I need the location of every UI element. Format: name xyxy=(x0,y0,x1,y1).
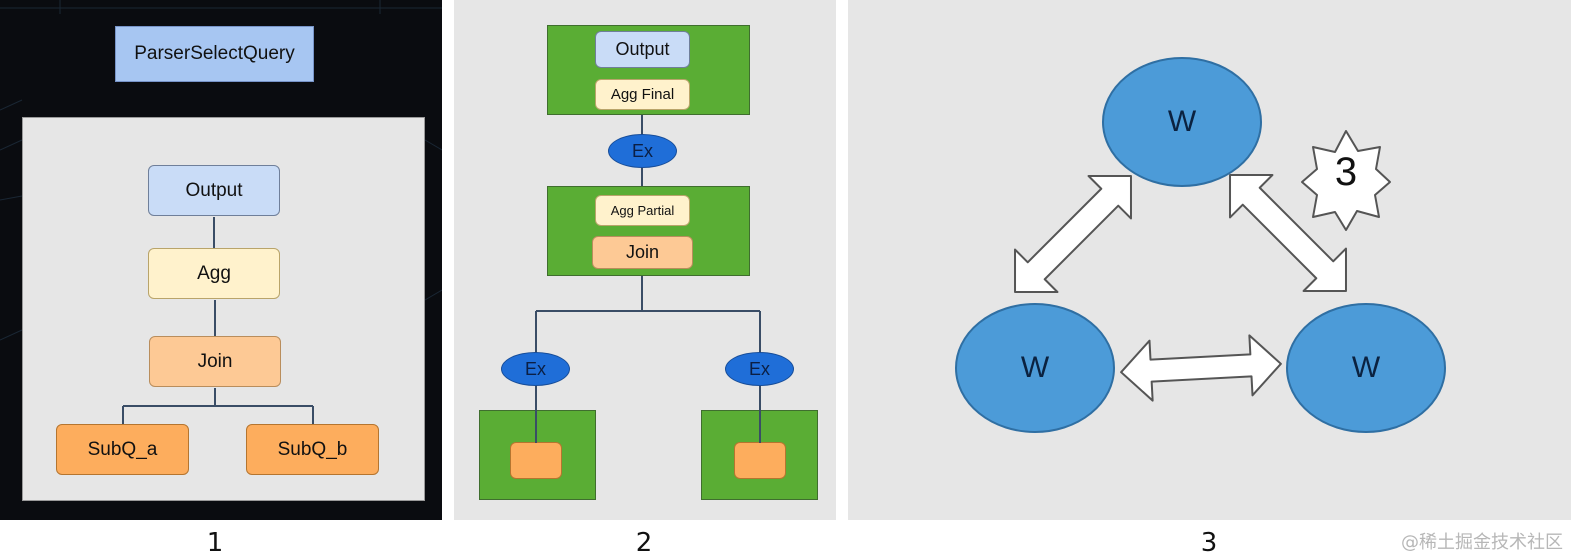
output-node: Output xyxy=(148,165,280,216)
output-label: Output xyxy=(185,179,243,201)
badge-number: 3 xyxy=(1334,149,1358,194)
parser-select-query-label: ParserSelectQuery xyxy=(134,43,295,64)
exchange-top: Ex xyxy=(608,134,677,168)
exchange-label: Ex xyxy=(748,358,770,379)
panel-3-workers: W W W 3 xyxy=(848,0,1571,520)
join-node: Join xyxy=(592,236,693,269)
subq-a-node: SubQ_a xyxy=(56,424,189,475)
exchange-label: Ex xyxy=(631,140,653,161)
watermark: @稀土掘金技术社区 xyxy=(1401,532,1563,553)
star-badge-number: 3 xyxy=(1326,150,1366,194)
worker-label: W xyxy=(1020,351,1050,384)
output-node: Output xyxy=(595,31,690,68)
agg-label: Agg xyxy=(197,262,231,284)
agg-node: Agg xyxy=(148,248,280,299)
worker-left xyxy=(955,303,1115,433)
worker-top xyxy=(1102,57,1262,187)
worker-top-label: W xyxy=(1152,104,1212,140)
worker-label: W xyxy=(1167,105,1197,138)
agg-partial-node: Agg Partial xyxy=(595,195,690,226)
leaf-node-left xyxy=(510,442,562,479)
caption-2: 2 xyxy=(635,528,653,558)
join-node: Join xyxy=(149,336,281,387)
subq-b-label: SubQ_b xyxy=(277,438,348,460)
exchange-label: Ex xyxy=(524,358,546,379)
plan-connectors xyxy=(122,217,314,425)
worker-right-label: W xyxy=(1336,350,1396,386)
star-badge-icon xyxy=(1301,130,1391,231)
worker-label: W xyxy=(1351,351,1381,384)
background-grid-lines xyxy=(0,0,442,341)
arrow-top-right xyxy=(1229,174,1347,292)
leaf-node-right xyxy=(734,442,786,479)
workers-diagram xyxy=(955,57,1446,433)
join-label: Join xyxy=(197,350,233,372)
agg-partial-label: Agg Partial xyxy=(610,203,675,218)
caption-1: 1 xyxy=(206,528,224,558)
leaf-stubs xyxy=(535,386,761,443)
subq-a-label: SubQ_a xyxy=(87,438,158,460)
parser-select-query-node: ParserSelectQuery xyxy=(115,26,314,82)
subq-b-node: SubQ_b xyxy=(246,424,379,475)
agg-final-label: Agg Final xyxy=(610,86,675,103)
agg-final-node: Agg Final xyxy=(595,79,690,110)
join-label: Join xyxy=(625,242,660,262)
output-label: Output xyxy=(615,39,670,59)
panel-1-query-plan: ParserSelectQuery Output Agg Join SubQ_a xyxy=(0,0,442,520)
worker-left-label: W xyxy=(1005,350,1065,386)
exchange-left: Ex xyxy=(501,352,570,386)
arrow-left-right xyxy=(1120,334,1282,402)
exchange-right: Ex xyxy=(725,352,794,386)
worker-right xyxy=(1286,303,1446,433)
arrow-top-left xyxy=(1014,175,1132,293)
caption-3: 3 xyxy=(1200,528,1218,558)
panel-2-distributed-plan: Output Agg Final Ex Agg Partial Join Ex … xyxy=(454,0,836,520)
plan-container: Output Agg Join SubQ_a SubQ_b xyxy=(22,117,425,501)
